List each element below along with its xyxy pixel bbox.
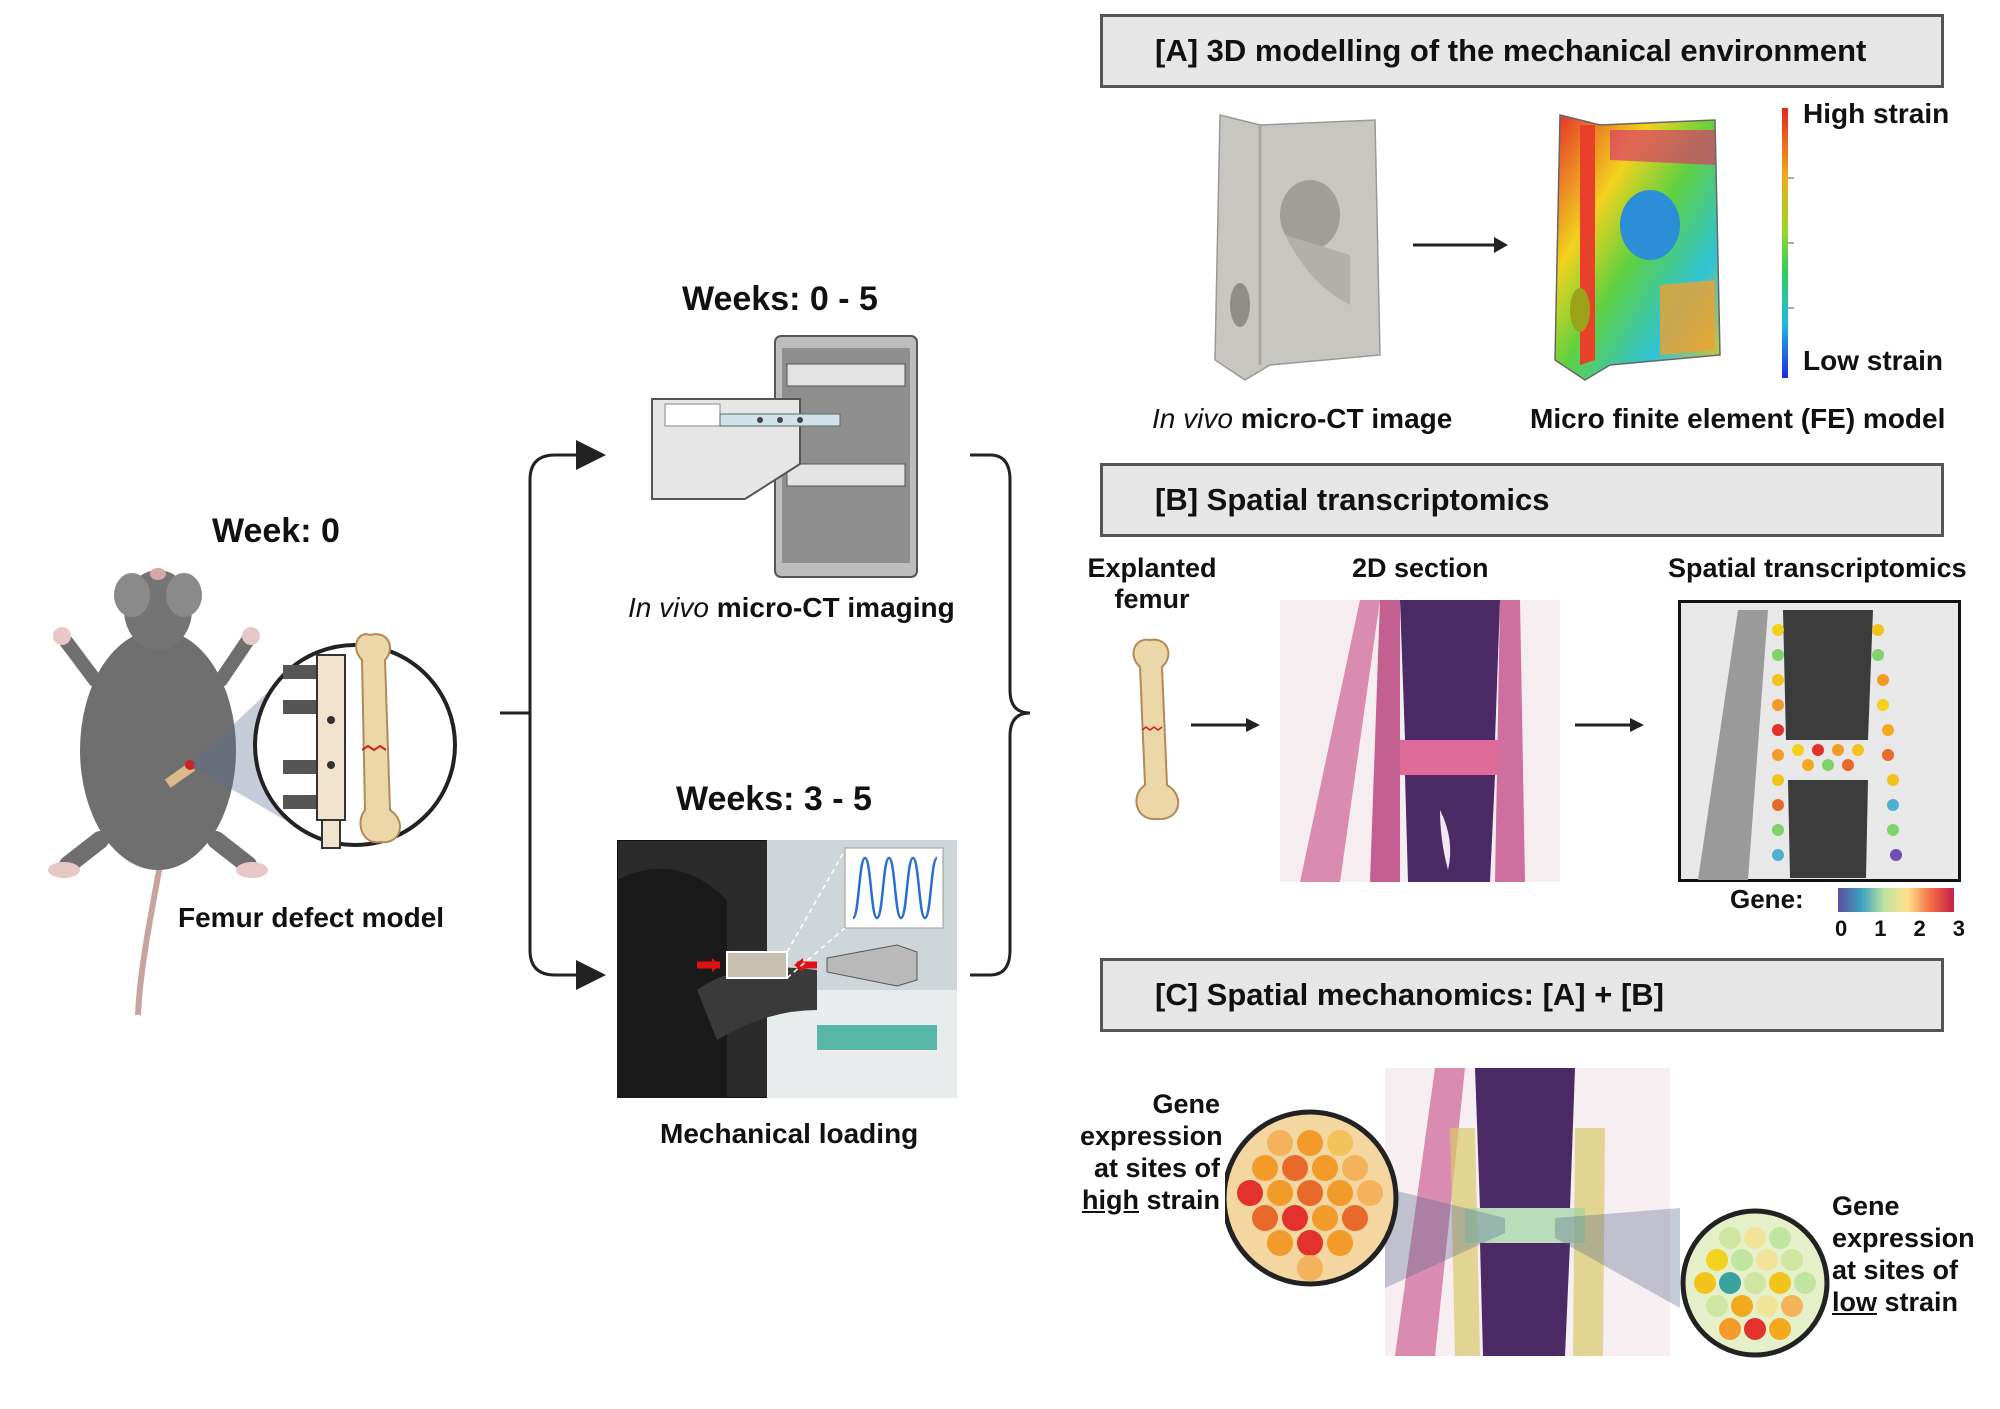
mechanical-loading-caption: Mechanical loading xyxy=(660,1118,919,1149)
panel-c-title: [C] Spatial mechanomics: [A] + [B] xyxy=(1155,977,1664,1012)
low-caption-line3: at sites of xyxy=(1832,1255,1959,1285)
st-spots xyxy=(1772,624,1902,861)
high-strain-label: High strain xyxy=(1803,98,1950,129)
he-section-image xyxy=(1280,600,1560,882)
spatial-mechanomics-overlay xyxy=(1225,1068,1830,1358)
mechanical-loading-photo xyxy=(617,840,957,1098)
2d-section-label: 2D section xyxy=(1352,553,1489,583)
ct-image-rest: micro-CT image xyxy=(1232,403,1453,434)
explanted-femur-label: Explanted femur xyxy=(1087,553,1217,615)
high-caption-line2: expression xyxy=(1080,1121,1223,1151)
low-caption-line2: expression xyxy=(1832,1223,1975,1253)
micro-ct-scanner xyxy=(651,335,918,578)
gene-colorbar xyxy=(1838,888,1954,912)
femur-defect-caption: Femur defect model xyxy=(178,902,445,933)
panel-a-banner: [A] 3D modelling of the mechanical envir… xyxy=(1100,14,1944,88)
gene-tick-3: 3 xyxy=(1952,916,1965,941)
low-strain-label: Low strain xyxy=(1803,345,1944,376)
explanted-label-line2: femur xyxy=(1114,584,1190,614)
high-caption-line1: Gene xyxy=(1152,1089,1220,1119)
gene-tick-1: 1 xyxy=(1874,916,1887,941)
ct-bone-render xyxy=(1214,114,1381,381)
explanted-femur-bone xyxy=(1132,638,1180,821)
panel-c-banner: [C] Spatial mechanomics: [A] + [B] xyxy=(1100,958,1944,1032)
b-arrow-2 xyxy=(1575,718,1644,732)
high-caption-rest: strain xyxy=(1138,1185,1220,1215)
low-caption-underlined: low xyxy=(1832,1287,1877,1317)
strain-colorbar xyxy=(1782,108,1794,378)
b-arrow-1 xyxy=(1191,718,1260,732)
branch-arrows xyxy=(500,440,1031,990)
panel-b-banner: [B] Spatial transcriptomics xyxy=(1100,463,1944,537)
high-strain-spots xyxy=(1237,1130,1383,1281)
gene-tick-2: 2 xyxy=(1913,916,1926,941)
external-fixator xyxy=(283,654,346,849)
gene-ticks: 0 1 2 3 xyxy=(1835,916,1965,942)
ct-image-italic: In vivo xyxy=(1152,403,1233,434)
ct-imaging-rest: micro-CT imaging xyxy=(708,592,955,623)
femur-bone xyxy=(355,633,401,844)
fe-model-caption: Micro finite element (FE) model xyxy=(1530,403,1946,434)
low-caption-line1: Gene xyxy=(1832,1191,1900,1221)
mouse-illustration xyxy=(48,568,457,1016)
high-caption-line3: at sites of xyxy=(1093,1153,1220,1183)
ct-weeks-label: Weeks: 0 - 5 xyxy=(682,280,878,318)
spatial-transcriptomics-label: Spatial transcriptomics xyxy=(1668,553,1967,583)
panel-b-title: [B] Spatial transcriptomics xyxy=(1155,482,1550,517)
sine-waveform xyxy=(851,856,939,920)
low-strain-caption: Gene expression at sites of low strain xyxy=(1832,1190,1992,1318)
st-spot-image xyxy=(1678,600,1961,882)
a-arrow xyxy=(1413,237,1508,253)
ct-imaging-caption: In vivo micro-CT imaging xyxy=(628,592,955,624)
high-caption-underlined: high xyxy=(1081,1185,1139,1215)
fe-model-render xyxy=(1554,114,1721,381)
low-caption-rest: strain xyxy=(1877,1287,1959,1317)
merge-brace xyxy=(970,453,1031,977)
panel-a-title: [A] 3D modelling of the mechanical envir… xyxy=(1155,33,1867,68)
gene-tick-0: 0 xyxy=(1835,916,1848,941)
high-strain-caption: Gene expression at sites of high strain xyxy=(1080,1088,1223,1216)
load-weeks-label: Weeks: 3 - 5 xyxy=(676,780,872,818)
ct-image-caption: In vivo micro-CT image xyxy=(1152,403,1452,435)
low-strain-spots xyxy=(1694,1227,1816,1340)
explanted-label-line1: Explanted xyxy=(1087,553,1217,583)
ct-imaging-italic: In vivo xyxy=(628,592,709,623)
mouse-tail xyxy=(135,864,163,1016)
mouse-body xyxy=(80,630,236,870)
gene-label: Gene: xyxy=(1730,884,1804,914)
week0-label: Week: 0 xyxy=(212,512,340,550)
